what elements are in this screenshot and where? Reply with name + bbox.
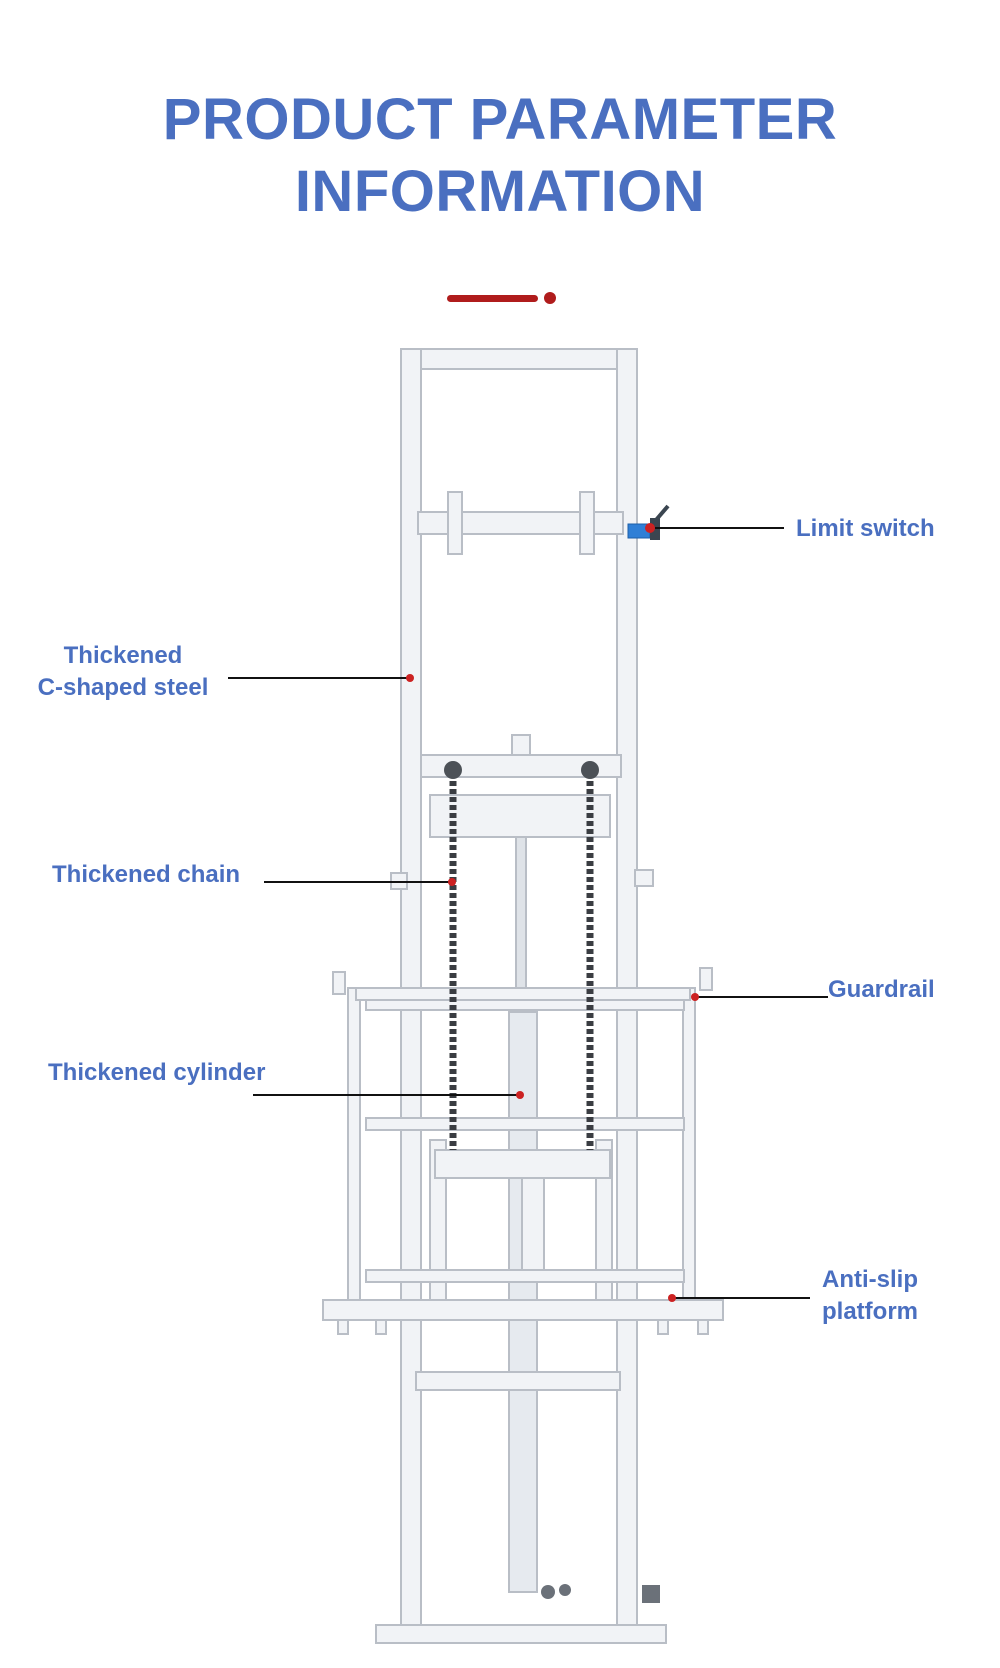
page-title-line-2: INFORMATION — [294, 159, 706, 224]
callout-thickened-cylinder: Thickened cylinder — [48, 1059, 266, 1086]
callout-c-shaped-steel-line-1: Thickened — [63, 642, 183, 669]
top-crossbar — [400, 348, 638, 370]
marker-cylinder — [516, 1091, 524, 1099]
carriage-lower-bar — [434, 1149, 611, 1179]
carriage-top-bar — [420, 754, 622, 778]
callout-c-shaped-steel: Thickened C-shaped steel — [28, 640, 218, 704]
chain-sprocket-left — [444, 761, 462, 779]
chain-sprocket-right — [581, 761, 599, 779]
callout-guardrail: Guardrail — [828, 976, 935, 1003]
upper-bracket-plate-left — [447, 491, 463, 555]
carriage-plate — [429, 794, 611, 838]
guardrail-bottom-rail — [365, 1269, 685, 1283]
base-bottom-bar — [375, 1624, 667, 1644]
guardrail-top-rail-inner — [365, 999, 685, 1011]
callout-c-shaped-steel-line-2: C-shaped steel — [37, 674, 209, 701]
platform-foot-4 — [697, 1319, 709, 1335]
marker-platform — [668, 1294, 676, 1302]
guardrail-bracket-right — [699, 967, 713, 991]
guardrail-mid-rail — [365, 1117, 685, 1131]
platform-deck — [322, 1299, 724, 1321]
platform-foot-2 — [375, 1319, 387, 1335]
base-valve-1 — [541, 1585, 555, 1599]
base-crossbar — [415, 1371, 621, 1391]
platform-foot-3 — [657, 1319, 669, 1335]
marker-chain — [448, 878, 456, 886]
decorative-divider-dot — [544, 292, 556, 304]
upper-bracket — [417, 511, 624, 535]
decorative-divider-bar — [447, 295, 538, 302]
callout-limit-switch: Limit switch — [796, 515, 935, 542]
callout-anti-slip-platform-line-1: Anti-slip — [822, 1266, 918, 1293]
callout-thickened-chain: Thickened chain — [52, 861, 241, 888]
marker-c-steel — [406, 674, 414, 682]
carriage-center-post — [521, 1177, 545, 1279]
guardrail-bracket-left — [332, 971, 346, 995]
guardrail-post-left — [347, 987, 361, 1304]
base-motor — [642, 1585, 660, 1603]
carriage-top-tab — [511, 734, 531, 756]
callout-anti-slip-platform-line-2: platform — [822, 1298, 918, 1325]
side-hook-right — [634, 869, 654, 887]
guardrail-top-rail — [355, 987, 691, 1001]
platform-foot-1 — [337, 1319, 349, 1335]
base-valve-2 — [559, 1584, 571, 1596]
callout-anti-slip-platform: Anti-slip platform — [818, 1264, 922, 1328]
marker-limit-switch — [645, 523, 655, 533]
guardrail-post-right — [682, 987, 696, 1304]
upper-bracket-plate-right — [579, 491, 595, 555]
page-title: PRODUCT PARAMETER — [162, 87, 838, 152]
marker-guardrail — [691, 993, 699, 1001]
